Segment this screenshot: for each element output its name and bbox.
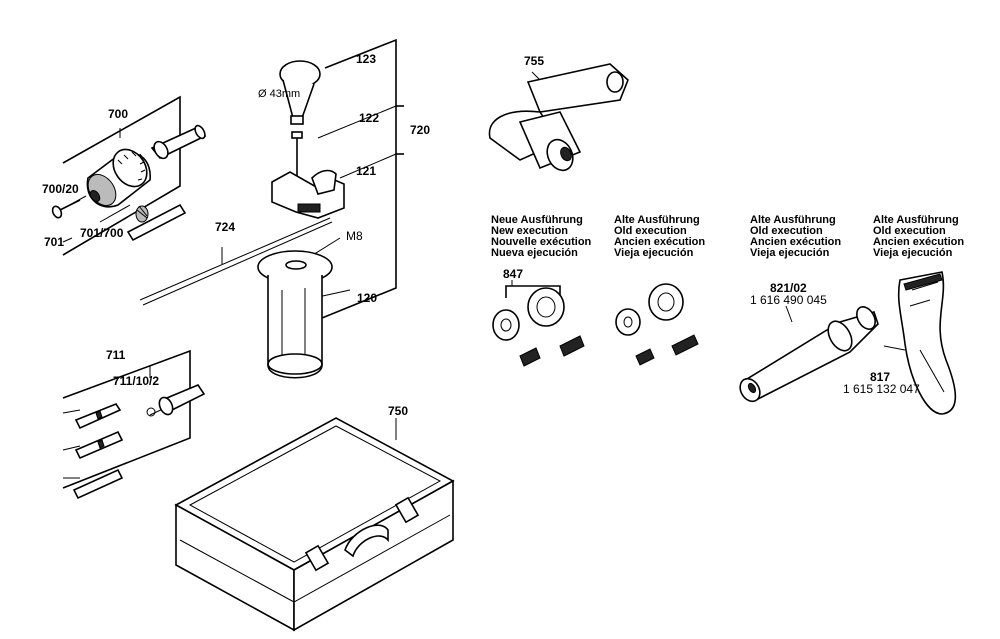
label-700-20: 700/20 [42,182,79,196]
label-700: 700 [108,107,129,121]
note-new-fr: Nouvelle exécution [491,236,592,248]
carrying-case-750 [174,417,455,632]
part-number-817: 1 615 132 047 [843,382,920,396]
seal-set-847 [492,280,585,367]
side-handle-120 [257,250,333,379]
note-old-execution-b: Alte Ausführung Old execution Ancien exé… [750,214,842,259]
note-old-b-fr: Ancien exécution [750,236,842,248]
note-old-execution-a: Alte Ausführung Old execution Ancien exé… [614,214,706,259]
label-diameter-43mm: Ø 43mm [258,88,301,100]
clamp-band-123 [279,60,321,125]
label-724: 724 [215,220,236,234]
note-old-a-es: Vieja ejecución [614,247,694,259]
bit-holder-711-10-2 [146,384,206,417]
spindle-821-02 [739,305,879,403]
note-new-es: Nueva ejecución [491,247,578,259]
label-701-700: 701/700 [80,226,124,240]
chuck-screw-700-20 [51,199,81,219]
depth-stop-rod-724 [139,217,333,306]
label-817: 817 [870,370,891,384]
note-new-de: Neue Ausführung [491,214,583,226]
label-755: 755 [524,54,545,68]
handle-housing-817 [883,271,957,415]
label-720: 720 [410,123,431,137]
note-old-b-de: Alte Ausführung [750,214,836,226]
label-122: 122 [359,111,380,125]
label-711-10-2: 711/10/2 [113,374,160,388]
note-new-execution: Neue Ausführung New execution Nouvelle e… [491,214,592,259]
label-120: 120 [357,291,378,305]
note-old-b-es: Vieja ejecución [750,247,830,259]
note-old-a-fr: Ancien exécution [614,236,706,248]
part-number-821-02: 1 616 490 045 [750,293,827,307]
old-seal-set [615,283,699,366]
chuck-key-701 [126,203,187,242]
note-old-c-es: Vieja ejecución [873,247,953,259]
note-old-b-en: Old execution [750,225,823,237]
chuck-adapter-shank [150,124,207,160]
screwdriver-bits [72,403,124,500]
label-821-02: 821/02 [770,281,807,295]
label-847: 847 [503,267,524,281]
note-old-execution-c: Alte Ausführung Old execution Ancien exé… [873,214,965,259]
angle-attachment-755 [488,63,629,172]
note-old-a-en: Old execution [614,225,687,237]
drill-chuck-700 [86,148,151,208]
label-711: 711 [106,348,126,362]
label-123: 123 [356,52,377,66]
note-new-en: New execution [491,225,569,237]
note-old-c-en: Old execution [873,225,946,237]
label-121: 121 [356,164,377,178]
label-m8: M8 [346,229,363,243]
clamp-body-121 [271,169,345,219]
note-old-c-fr: Ancien exécution [873,236,965,248]
note-old-c-de: Alte Ausführung [873,214,959,226]
note-old-a-de: Alte Ausführung [614,214,700,226]
label-750: 750 [388,404,409,418]
label-701: 701 [44,235,65,249]
